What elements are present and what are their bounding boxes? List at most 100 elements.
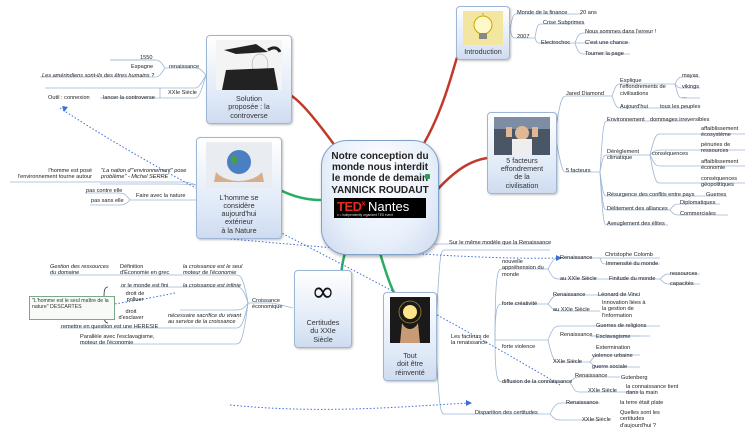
arrow-head: [62, 106, 68, 112]
reinventer-immensite: Immensité du monde: [606, 261, 659, 267]
solution-lines: [40, 59, 207, 99]
intro-2007: 2007: [517, 34, 530, 40]
mime-photo-icon: [216, 40, 282, 90]
reinventer-meme-modele: Sur le même modèle que la Renaissance: [449, 240, 552, 246]
lightbulb-icon: [463, 11, 503, 45]
node-introduction-label: Introduction: [464, 46, 502, 56]
reinventer-finitude: Finitude du monde: [609, 276, 656, 282]
reinventer-nouvelle: nouvelle appréhension du monde: [502, 259, 544, 278]
facteurs-delitement: Délitement des alliances: [607, 206, 668, 212]
homme-faire: Faire avec la nature: [136, 193, 186, 199]
branch-reinventer: [378, 252, 397, 296]
branch-5-facteurs: [436, 156, 488, 191]
intro-electrochoc: Electrochoc: [541, 40, 571, 46]
reinventer-renaissance-3: Renaissance: [560, 332, 593, 338]
reinventer-facteurs-renaissance: Les facteurs de la renaissance: [451, 334, 490, 347]
facteurs-vikings: vikings: [682, 84, 700, 90]
facteurs-aveuglement: Aveuglement des élites: [607, 221, 665, 227]
branch-homme: [279, 188, 322, 202]
facteurs-jared: Jared Diamond: [566, 91, 604, 97]
certitudes-gestion: Gestion des ressources du domaine: [50, 264, 109, 277]
reinventer-renaissance-4: Renaissance: [575, 373, 608, 379]
reinventer-diffusion: diffusion de la connaissance: [502, 379, 573, 385]
link-solution-renaissance: [59, 107, 561, 386]
homme-pose: l'homme est posé l'environnement tourne …: [17, 168, 92, 181]
solution-amerindiens: Les amérindiens sont-ils des êtres humai…: [42, 73, 155, 79]
branch-introduction: [418, 54, 460, 151]
reinventer-quelles-certitudes: Quelles sont les certitudes d'aujourd'hu…: [620, 410, 660, 429]
node-solution[interactable]: Solution proposée : la controverse: [206, 35, 292, 124]
node-introduction[interactable]: Introduction: [456, 6, 510, 60]
intro-crise-subprimes: Crise Subprimes: [543, 20, 585, 26]
node-homme-label: L'homme se considère aujourd'hui extérie…: [219, 192, 259, 235]
intro-tourner-page: Tourner la page: [585, 51, 624, 57]
certitudes-definition: Définition d'Économie en grec: [120, 264, 170, 277]
homme-nation-quote: "La nation d'"environnement" pose problè…: [101, 168, 187, 181]
facteurs-affaiblissement-economie: affaiblissement économie: [701, 159, 739, 172]
facteurs-consequences: conséquences: [652, 151, 689, 157]
reinventer-renaissance-1: Renaissance: [560, 255, 593, 261]
link-certitudes-disparition: [229, 402, 471, 410]
facteurs-explique: Explique l'effondrements de civilisation…: [620, 78, 666, 97]
certitudes-infinie: la croissance est infinie: [183, 283, 241, 289]
certitudes-lines: [50, 274, 294, 345]
reinventer-xxie-2: au XXIe Siècle: [553, 307, 590, 313]
solution-lancer: lancer la controverse: [103, 95, 155, 101]
node-solution-label: Solution proposée : la controverse: [228, 94, 270, 120]
solution-renaissance: renaissance: [169, 64, 200, 70]
facteurs-diplomatiques: Diplomatiques: [680, 200, 716, 206]
node-certitudes[interactable]: ∞ Certitudes du XXIe Siècle: [294, 270, 352, 348]
reinventer-capacites: capacités: [670, 281, 694, 287]
reinventer-connaissance-main: la connaissance tient dans la main: [626, 384, 679, 397]
node-5-facteurs[interactable]: 5 facteurs effondrement de la civilisati…: [487, 112, 557, 194]
intro-chance: C'est une chance: [585, 40, 629, 46]
node-homme-nature[interactable]: L'homme se considère aujourd'hui extérie…: [196, 137, 282, 239]
tedx-brand: TEDx: [337, 199, 365, 214]
homme-contre: pas contre elle: [86, 188, 123, 194]
facteurs-dommages: dommages irreversibles: [650, 117, 710, 123]
node-certitudes-label: Certitudes du XXIe Siècle: [306, 318, 340, 344]
arrow-head: [466, 400, 472, 406]
node-reinventer-label: Tout doit être réinventé: [395, 351, 425, 377]
node-reinventer[interactable]: Tout doit être réinventé: [383, 292, 437, 381]
facteurs-penuries: pénuries de ressources: [701, 142, 731, 155]
certitudes-droit-polluer: droit de polluer: [125, 291, 145, 304]
reinventer-xxie-1: au XXIe Siècle: [560, 276, 597, 282]
intro-monde-finance: Monde de la finance: [517, 10, 568, 16]
facteurs-mayas: mayas: [682, 73, 699, 79]
facteurs-lines: [554, 76, 745, 226]
solution-1550: 1550: [140, 55, 153, 61]
certitudes-droit-esclaver: droit d'esclaver: [118, 309, 144, 322]
branch-solution: [289, 93, 340, 151]
reinventer-vinci: Léonard de Vinci: [598, 292, 640, 298]
facteurs-guerres: Guerres: [706, 192, 727, 198]
reinventer-renaissance-2: Renaissance: [553, 292, 586, 298]
reinventer-xxie-4: XXIe Siècle: [588, 388, 617, 394]
facteurs-geopolitiques: conséquences géopolitiques: [701, 176, 738, 189]
facteurs-resurgence: Résurgence des conflits entre pays: [607, 192, 695, 198]
certitudes-remettre: remettre en question est une HERESIE: [61, 324, 159, 330]
reinventer-esclavagisme: Esclavagisme: [596, 334, 631, 340]
facteurs-environnement: Environnement: [607, 117, 645, 123]
reinventer-disparition: Disparition des certitudes: [475, 410, 538, 416]
facteurs-tous-peuples: tous les peuples: [660, 104, 701, 110]
arrow-head: [556, 255, 562, 261]
trader-photo-icon: [494, 117, 550, 155]
certitudes-parallele: Parallèle avec l'esclavagisme, moteur de…: [80, 334, 155, 347]
certitudes-sacrifice: nécessaire sacrifice du vivant au servic…: [168, 313, 242, 326]
tedx-subtitle: x = independently organized TED event: [337, 213, 393, 217]
tedx-city: Nantes: [368, 199, 410, 214]
reinventer-guerre-sociale: guerre sociale: [592, 364, 628, 370]
node-5-facteurs-label: 5 facteurs effondrement de la civilisati…: [500, 155, 544, 190]
reinventer-innovation: Innovation liées à la gestion de l'infor…: [602, 300, 646, 319]
note-icon[interactable]: [425, 174, 430, 179]
homme-sans: pas sans elle: [91, 198, 124, 204]
solution-xxie: XXIe Siècle: [168, 90, 197, 96]
intro-lines: [509, 13, 650, 55]
tedx-logo: TEDx Nantes x = independently organized …: [334, 198, 426, 218]
solution-espagne: Espagne: [131, 64, 154, 70]
facteurs-cinq: 5 facteurs: [566, 168, 591, 174]
homme-lines: [10, 181, 197, 206]
central-topic[interactable]: Notre conception du monde nous interdit …: [321, 140, 439, 255]
